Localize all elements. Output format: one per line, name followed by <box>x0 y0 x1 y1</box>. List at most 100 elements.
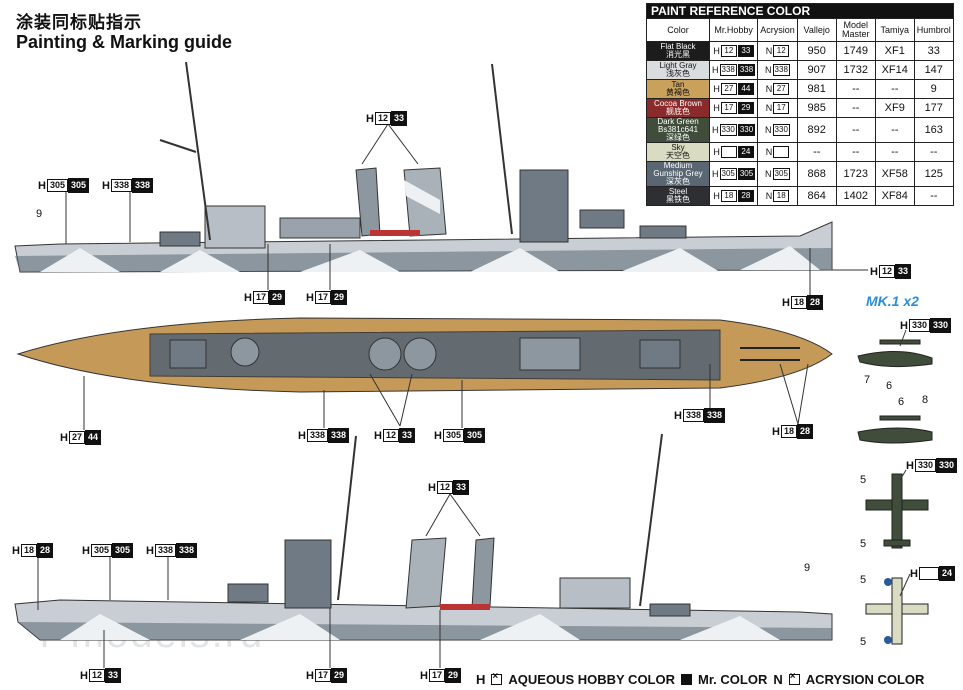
tamiya-code: XF1 <box>874 41 915 61</box>
humbrol-code: 9 <box>913 79 954 99</box>
number-5-b: 5 <box>860 538 867 550</box>
ship-plan-view <box>16 317 833 393</box>
number-6-a: 6 <box>886 380 893 392</box>
leader-lines <box>37 123 911 668</box>
number-5-a: 5 <box>860 474 867 486</box>
modelmaster-code: -- <box>835 117 876 143</box>
vallejo-code: 981 <box>796 79 837 99</box>
modelmaster-code: -- <box>835 79 876 99</box>
col-acrysion: Acrysion <box>757 18 798 42</box>
legend-mrcolor: Mr. COLOR <box>698 672 768 687</box>
modelmaster-code: -- <box>835 98 876 118</box>
tamiya-code: -- <box>874 79 915 99</box>
paint-table-header-row: Color Mr.Hobby Acrysion Vallejo Model Ma… <box>646 18 954 42</box>
aircraft-side-2 <box>857 415 933 444</box>
number-7: 7 <box>864 374 871 386</box>
number-9-top: 9 <box>36 208 43 220</box>
col-modelmaster: Model Master <box>835 18 876 42</box>
aircraft-underside <box>865 577 929 645</box>
color-legend: H AQUEOUS HOBBY COLOR Mr. COLOR N ACRYSI… <box>476 671 924 687</box>
vallejo-code: -- <box>796 142 837 162</box>
title-chinese: 涂装同标贴指示 <box>16 13 142 32</box>
aircraft-label: MK.1 x2 <box>866 293 919 309</box>
humbrol-code: 163 <box>913 117 954 143</box>
vallejo-code: 864 <box>796 186 837 206</box>
vallejo-code: 985 <box>796 98 837 118</box>
title-english: Painting & Marking guide <box>16 32 233 52</box>
vallejo-code: 868 <box>796 161 837 187</box>
tamiya-code: -- <box>874 142 915 162</box>
vallejo-code: 907 <box>796 60 837 80</box>
legend-box-mr <box>681 674 692 685</box>
vallejo-code: 892 <box>796 117 837 143</box>
ship-profile-port <box>14 433 833 641</box>
paint-reference-table: PAINT REFERENCE COLOR Color Mr.Hobby Acr… <box>646 3 954 206</box>
aircraft-top <box>865 473 929 549</box>
vallejo-code: 950 <box>796 41 837 61</box>
number-6-b: 6 <box>898 396 905 408</box>
tamiya-code: XF14 <box>874 60 915 80</box>
ship-profile-starboard <box>14 61 833 273</box>
paint-table-heading: PAINT REFERENCE COLOR <box>646 3 954 19</box>
col-color: Color <box>646 18 710 42</box>
legend-n-prefix: N <box>773 672 783 687</box>
modelmaster-code: 1732 <box>835 60 876 80</box>
modelmaster-code: 1402 <box>835 186 876 206</box>
number-5-c: 5 <box>860 574 867 586</box>
aircraft-side-1 <box>857 339 933 368</box>
humbrol-code: 177 <box>913 98 954 118</box>
acrysion-code: N <box>757 142 798 162</box>
legend-box-n <box>788 671 800 685</box>
tamiya-code: XF84 <box>874 186 915 206</box>
col-humbrol: Humbrol <box>913 18 954 42</box>
humbrol-code: 147 <box>913 60 954 80</box>
modelmaster-code: 1749 <box>835 41 876 61</box>
modelmaster-code: -- <box>835 142 876 162</box>
number-5-d: 5 <box>860 636 867 648</box>
col-mrhobby: Mr.Hobby <box>708 18 759 42</box>
